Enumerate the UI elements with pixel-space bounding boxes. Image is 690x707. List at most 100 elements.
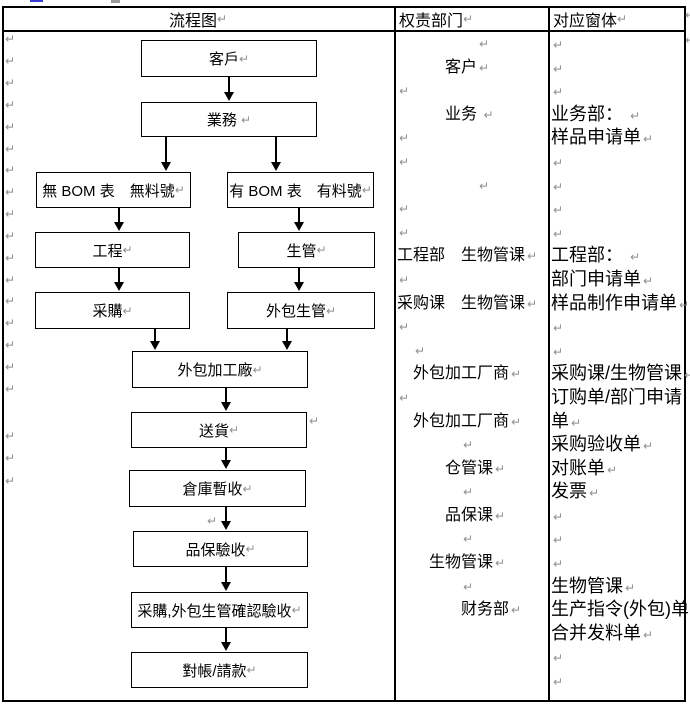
department-text	[397, 578, 461, 595]
form-line: 工程部： ↵	[551, 244, 690, 268]
paragraph-mark: ↵	[553, 155, 564, 170]
flow-arrow-line	[118, 208, 120, 224]
paragraph-mark: ↵	[553, 651, 564, 666]
form-line: 采购课/生物管课↵	[551, 362, 690, 386]
paragraph-mark: ↵	[122, 243, 133, 257]
flow-arrow-head	[113, 222, 124, 231]
header-cell-form: 对应窗体↵	[553, 7, 683, 30]
flow-box-production-control: 生管↵	[238, 232, 375, 268]
paragraph-mark: ↵	[399, 84, 410, 99]
flow-box-no-bom: 無 BOM 表 無料號↵	[36, 172, 191, 208]
form-line: ↵	[551, 669, 690, 693]
department-text	[397, 530, 461, 547]
flow-box-has-bom: 有 BOM 表 有料號↵	[227, 172, 374, 208]
department-text: 外包加工厂商	[397, 412, 510, 430]
paragraph-mark: ↵	[5, 294, 16, 308]
paragraph-mark: ↵	[495, 556, 506, 571]
paragraph-mark: ↵	[571, 415, 582, 430]
flow-box-label: 采購	[92, 303, 123, 320]
form-text: 对账单	[551, 457, 605, 478]
paragraph-mark: ↵	[553, 61, 564, 76]
department-column: ↵ 客户↵↵ 业务 ↵↵↵ ↵↵↵工程部 生物管课↵↵采购课 生物管课↵↵ ↵ …	[397, 32, 547, 622]
table-column-divider	[394, 6, 396, 702]
paragraph-mark: ↵	[246, 663, 257, 677]
paragraph-mark: ↵	[463, 11, 474, 26]
flow-box-label: 客戶	[208, 51, 239, 68]
department-line: ↵	[397, 32, 547, 56]
flow-box-label: 送貨	[198, 422, 229, 440]
flow-box-sales: 業務 ↵	[141, 102, 317, 137]
paragraph-mark: ↵	[245, 542, 256, 556]
flow-box-delivery: 送貨↵	[131, 412, 307, 448]
paragraph-mark: ↵	[5, 98, 16, 112]
paragraph-mark: ↵	[399, 225, 410, 240]
form-line: 样品制作申请单↵	[551, 292, 690, 316]
paragraph-mark: ↵	[122, 303, 133, 318]
form-line: ↵	[551, 32, 690, 56]
flow-arrow-head	[220, 460, 231, 469]
paragraph-mark: ↵	[553, 179, 564, 194]
paragraph-mark: ↵	[463, 579, 474, 594]
flow-arrow-head	[270, 162, 281, 171]
department-text	[397, 35, 477, 52]
paragraph-mark: ↵	[399, 202, 410, 217]
department-text: 客户	[397, 58, 478, 76]
flow-arrow-line	[286, 329, 288, 343]
department-line: 仓管课↵	[397, 457, 547, 481]
flow-arrow-head	[281, 341, 292, 350]
paragraph-mark: ↵	[553, 557, 564, 572]
paragraph-mark: ↵	[5, 251, 16, 265]
flow-arrow-line	[225, 448, 227, 462]
flow-box-outsource-production-control: 外包生管↵	[227, 292, 375, 329]
paragraph-mark: ↵	[5, 185, 16, 199]
paragraph-mark: ↵	[399, 390, 410, 405]
form-line: ↵	[551, 339, 690, 363]
form-text: 发票	[551, 481, 587, 502]
clipped-text-artifact	[111, 0, 120, 3]
paragraph-mark: ↵	[630, 108, 641, 123]
form-line: 采购验收单↵	[551, 433, 690, 457]
paragraph-mark: ↵	[5, 207, 16, 221]
form-text: 生物管课	[551, 575, 623, 596]
paragraph-mark: ↵	[479, 37, 490, 51]
paragraph-mark: ↵	[553, 226, 564, 241]
flow-box-outsource-factory: 外包加工廠↵	[132, 351, 308, 388]
flow-arrow-head	[160, 162, 171, 171]
form-text: 单	[551, 410, 569, 431]
paragraph-mark: ↵	[527, 296, 538, 311]
paragraph-mark: ↵	[553, 344, 564, 359]
paragraph-mark: ↵	[625, 580, 636, 595]
flow-arrow-head	[223, 92, 234, 101]
flow-box-label: 工程	[92, 242, 123, 260]
flow-arrow-line	[225, 567, 227, 584]
department-line: ↵	[397, 126, 547, 150]
department-line: 业务 ↵	[397, 103, 547, 127]
department-text	[397, 177, 477, 194]
flow-arrow-line	[228, 77, 230, 94]
form-text: 业务部：	[551, 103, 629, 124]
department-line: ↵	[397, 480, 547, 504]
flow-box-label: 有 BOM 表 有料號	[229, 182, 362, 200]
form-line: ↵	[551, 645, 690, 669]
flow-box-engineering: 工程↵	[35, 232, 190, 268]
paragraph-mark: ↵	[252, 362, 263, 377]
form-line: ↵	[551, 527, 690, 551]
paragraph-mark: ↵	[399, 131, 410, 146]
flow-box-reconcile-payment: 對帳/請款↵	[131, 652, 308, 688]
paragraph-mark: ↵	[316, 243, 327, 257]
form-line: ↵	[551, 315, 690, 339]
form-line: 订购单/部门申请	[551, 386, 690, 410]
flow-arrow-head	[113, 282, 124, 291]
department-line: ↵	[397, 527, 547, 551]
paragraph-mark: ↵	[553, 203, 564, 218]
paragraph-mark: ↵	[5, 474, 16, 488]
paragraph-mark: ↵	[463, 438, 474, 453]
form-line: ↵	[551, 79, 690, 103]
paragraph-mark: ↵	[5, 32, 16, 46]
flow-arrow-head	[293, 282, 304, 291]
department-line: ↵	[397, 150, 547, 174]
form-line: ↵	[551, 221, 690, 245]
clipped-text-artifact	[30, 0, 43, 2]
flow-arrow-head	[220, 402, 231, 411]
